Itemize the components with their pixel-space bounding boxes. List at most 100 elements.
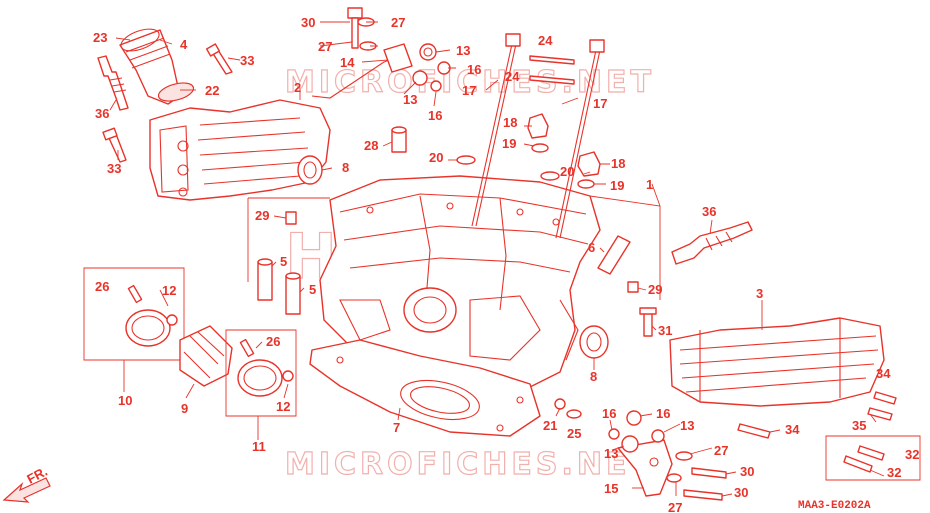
callout-9: 9: [181, 401, 188, 416]
callout-12: 12: [162, 283, 176, 298]
callout-8: 8: [590, 369, 597, 384]
bolt-30-top: [347, 7, 363, 49]
callout-27: 27: [714, 443, 728, 458]
bolts-30-lower: [666, 451, 727, 501]
breather-pipe-14: [311, 43, 413, 99]
callout-17: 17: [462, 83, 476, 98]
dowel-29-right: [627, 281, 639, 293]
callout-27: 27: [318, 39, 332, 54]
callout-25: 25: [567, 426, 581, 441]
washer-19-20: [456, 143, 595, 189]
callout-36: 36: [95, 106, 109, 121]
clamp-11: [237, 338, 294, 397]
callout-16: 16: [467, 62, 481, 77]
callout-13: 13: [680, 418, 694, 433]
callout-1: 1: [646, 177, 653, 192]
stud-24-a: [529, 55, 575, 65]
stud-17-a: [471, 33, 521, 227]
guide-5-a: [257, 258, 273, 301]
cap-nut-18-b: [577, 151, 601, 177]
callout-30: 30: [734, 485, 748, 500]
callout-23: 23: [93, 30, 107, 45]
callout-34: 34: [785, 422, 800, 437]
cap-nut-18-a: [527, 113, 549, 139]
callout-28: 28: [364, 138, 378, 153]
callout-36: 36: [702, 204, 716, 219]
callout-19: 19: [610, 178, 624, 193]
group-box-11: [225, 329, 297, 440]
callout-13: 13: [456, 43, 470, 58]
callout-29: 29: [255, 208, 269, 223]
callout-22: 22: [205, 83, 219, 98]
seal-8-bottom: [579, 325, 609, 359]
rocker-cover-front: [149, 99, 331, 201]
callout-33: 33: [107, 161, 121, 176]
callout-19: 19: [502, 136, 516, 151]
nuts-13-16-lower: [608, 410, 665, 453]
callout-35: 35: [852, 418, 866, 433]
callout-29: 29: [648, 282, 662, 297]
callout-16: 16: [602, 406, 616, 421]
dowel-29-left: [285, 211, 297, 225]
spark-plug-left: [97, 55, 129, 111]
callout-26: 26: [95, 279, 109, 294]
callout-5: 5: [309, 282, 316, 297]
bolt-34-a: [737, 423, 771, 439]
stud-24-b: [529, 75, 575, 85]
watermark-bottom: MICROFICHES.NET: [285, 447, 655, 482]
cylinder-head: [319, 175, 601, 393]
guide-5-b: [285, 272, 301, 315]
callout-32: 32: [905, 447, 919, 462]
callout-4: 4: [180, 37, 188, 52]
callout-30: 30: [740, 464, 754, 479]
callout-10: 10: [118, 393, 132, 408]
callout-20: 20: [429, 150, 443, 165]
stud-17-b: [555, 39, 605, 239]
callout-32: 32: [887, 465, 901, 480]
callout-26: 26: [266, 334, 280, 349]
callout-18: 18: [611, 156, 625, 171]
callout-15: 15: [604, 481, 618, 496]
callout-13: 13: [604, 446, 618, 461]
diagram-code: MAA3-E0202A: [798, 500, 871, 512]
callout-7: 7: [393, 420, 400, 435]
washer-27-top: [357, 17, 377, 51]
dowel-28: [391, 126, 407, 153]
front-arrow-icon: [2, 477, 51, 503]
bolts-32: [825, 435, 921, 481]
callout-21: 21: [543, 418, 557, 433]
intake-joint: [119, 28, 195, 105]
callout-24: 24: [505, 69, 520, 84]
clamp-10: [125, 284, 178, 347]
pipe-6: [597, 235, 631, 275]
callout-18: 18: [503, 115, 517, 130]
callout-6: 6: [588, 240, 595, 255]
callout-14: 14: [340, 55, 355, 70]
bolt-33-left: [102, 127, 127, 163]
bolt-35: [867, 407, 893, 421]
callout-13: 13: [403, 92, 417, 107]
callout-8: 8: [342, 160, 349, 175]
leader-lines: [109, 21, 885, 497]
rocker-cover-rear: [669, 317, 885, 407]
callout-16: 16: [428, 108, 442, 123]
callout-30: 30: [301, 15, 315, 30]
callout-17: 17: [593, 96, 607, 111]
callout-12: 12: [276, 399, 290, 414]
bolt-33-top: [205, 43, 233, 75]
callout-33: 33: [240, 53, 254, 68]
callout-11: 11: [252, 439, 266, 454]
callout-2: 2: [294, 80, 301, 95]
callout-5: 5: [280, 254, 287, 269]
bolt-31: [639, 307, 657, 337]
callout-24: 24: [538, 33, 553, 48]
callout-27: 27: [391, 15, 405, 30]
bracket-15: [617, 439, 673, 497]
bolt-34-b: [873, 391, 897, 405]
seal-8-top: [297, 155, 323, 185]
callout-16: 16: [656, 406, 670, 421]
callout-20: 20: [560, 164, 574, 179]
nut-21-washer-25: [554, 398, 582, 419]
